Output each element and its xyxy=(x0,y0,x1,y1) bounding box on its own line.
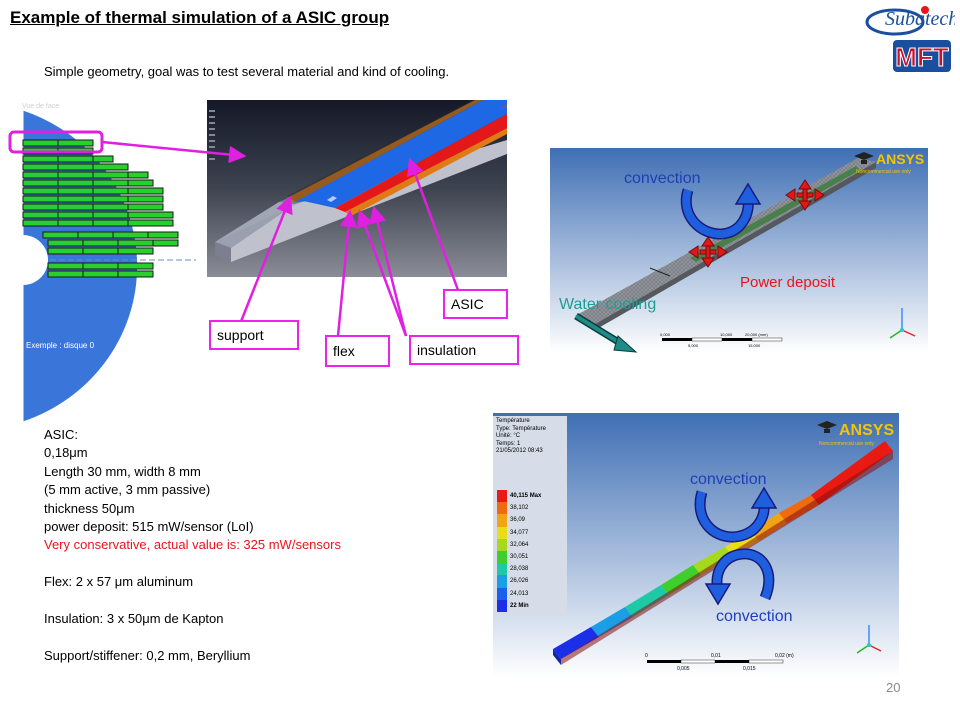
svg-text:MFT: MFT xyxy=(895,42,949,72)
sim-info-line: Unité: °C xyxy=(496,433,521,439)
sim-info-line: Température xyxy=(496,418,530,424)
scale-tick-label: 5,000 xyxy=(688,343,699,348)
legend-swatch xyxy=(497,550,507,564)
sim-info-line: Temps: 1 xyxy=(496,440,521,447)
slide-subtitle: Simple geometry, goal was to test severa… xyxy=(44,64,450,79)
legend-swatch xyxy=(497,538,507,551)
svg-text:Noncommercial use only: Noncommercial use only xyxy=(856,169,911,175)
legend-label: 24,013 xyxy=(510,590,529,597)
scale-tick-label: 0,01 xyxy=(711,653,721,659)
scale-tick-label: 0 xyxy=(645,653,648,659)
subatech-logo: Subatech MFT xyxy=(855,0,958,82)
svg-text:Subatech: Subatech xyxy=(885,8,955,30)
legend-row: 24,013 xyxy=(497,587,541,600)
legend-swatch xyxy=(497,587,507,600)
legend-row: 36,09 xyxy=(497,514,541,527)
spec-line: power deposit: 515 mW/sensor (LoI) xyxy=(44,519,254,535)
slide-title: Example of thermal simulation of a ASIC … xyxy=(10,8,390,27)
spec-line: 0,18μm xyxy=(44,445,88,461)
legend-swatch xyxy=(497,563,507,576)
scale-tick-label: 20,000 (mm) xyxy=(745,332,768,337)
asic-label: ASIC xyxy=(443,289,508,319)
spec-line xyxy=(44,628,341,646)
subatech-logo-graphic: Subatech MFT xyxy=(865,6,958,73)
spec-line xyxy=(44,592,341,610)
flex-label: flex xyxy=(325,335,390,367)
legend-label: 36,09 xyxy=(510,517,526,524)
legend-row: 28,038 xyxy=(497,563,541,576)
legend-row: 22 Min xyxy=(497,599,541,612)
legend-swatch xyxy=(497,490,507,503)
svg-text:Exemple : disque 0: Exemple : disque 0 xyxy=(26,341,95,350)
legend-row: 26,026 xyxy=(497,575,541,588)
spec-line: Insulation: 3 x 50μm de Kapton xyxy=(44,611,224,627)
convection-label-mid: convection xyxy=(690,471,767,488)
scale-tick-label: 0,005 xyxy=(677,666,690,672)
legend-row: 34,077 xyxy=(497,526,541,539)
legend-swatch xyxy=(497,502,507,515)
legend-label: 26,026 xyxy=(510,578,529,585)
legend-row: 30,051 xyxy=(497,550,541,564)
legend-swatch xyxy=(497,599,507,612)
legend-label: 28,038 xyxy=(510,566,529,573)
spec-line: Length 30 mm, width 8 mm xyxy=(44,463,201,479)
scale-tick-label: 0,02 (m) xyxy=(775,653,794,659)
power-deposit-label: Power deposit xyxy=(740,274,836,291)
legend-swatch xyxy=(497,526,507,539)
scale-tick-label: 0,015 xyxy=(743,666,756,672)
spec-line: thickness 50μm xyxy=(44,500,135,516)
legend-label: 32,064 xyxy=(510,541,529,548)
page-number: 20 xyxy=(886,680,901,695)
highlight-box xyxy=(8,130,104,154)
spec-line: Flex: 2 x 57 μm aluminum xyxy=(44,574,194,590)
sim-info-line: Type: Température xyxy=(496,425,546,432)
svg-text:Noncommercial use only: Noncommercial use only xyxy=(819,441,874,447)
legend-swatch xyxy=(497,575,507,588)
spec-line: Support/stiffener: 0,2 mm, Beryllium xyxy=(44,647,251,663)
legend-label: 22 Min xyxy=(510,602,529,609)
scale-tick-label: 10,000 xyxy=(720,332,733,337)
legend-label: 34,077 xyxy=(510,529,529,536)
scale-tick-label: 0,000 xyxy=(660,332,671,337)
support-label: support xyxy=(209,320,299,350)
svg-text:Vue de face: Vue de face xyxy=(22,103,59,110)
legend-swatch xyxy=(497,514,507,527)
sim-info-line: 21/05/2012 08:43 xyxy=(496,448,543,454)
legend-row: 32,064 xyxy=(497,538,541,551)
legend-label: 40,115 Max xyxy=(510,493,542,500)
spec-line: (5 mm active, 3 mm passive) xyxy=(44,482,211,498)
convection-label-top: convection xyxy=(624,170,701,187)
spec-line: Very conservative, actual value is: 325 … xyxy=(44,537,341,553)
legend-row: 40,115 Max xyxy=(497,490,542,503)
legend-label: 30,051 xyxy=(510,554,529,561)
legend-row: 38,102 xyxy=(497,502,541,515)
scale-tick-label: 15,000 xyxy=(748,343,761,348)
svg-text:ANSYS: ANSYS xyxy=(839,422,894,439)
svg-text:ANSYS: ANSYS xyxy=(876,151,924,167)
spec-line xyxy=(44,555,341,573)
water-cooling-label: Water cooling xyxy=(559,296,657,313)
spec-line: ASIC: xyxy=(44,427,78,442)
temperature-legend: 40,115 Max 38,102 36,09 34,077 32,064 30,051 2… xyxy=(497,490,541,612)
insulation-label: insulation xyxy=(409,335,519,365)
convection-label-bottom: convection xyxy=(716,608,793,625)
legend-label: 38,102 xyxy=(510,505,529,512)
